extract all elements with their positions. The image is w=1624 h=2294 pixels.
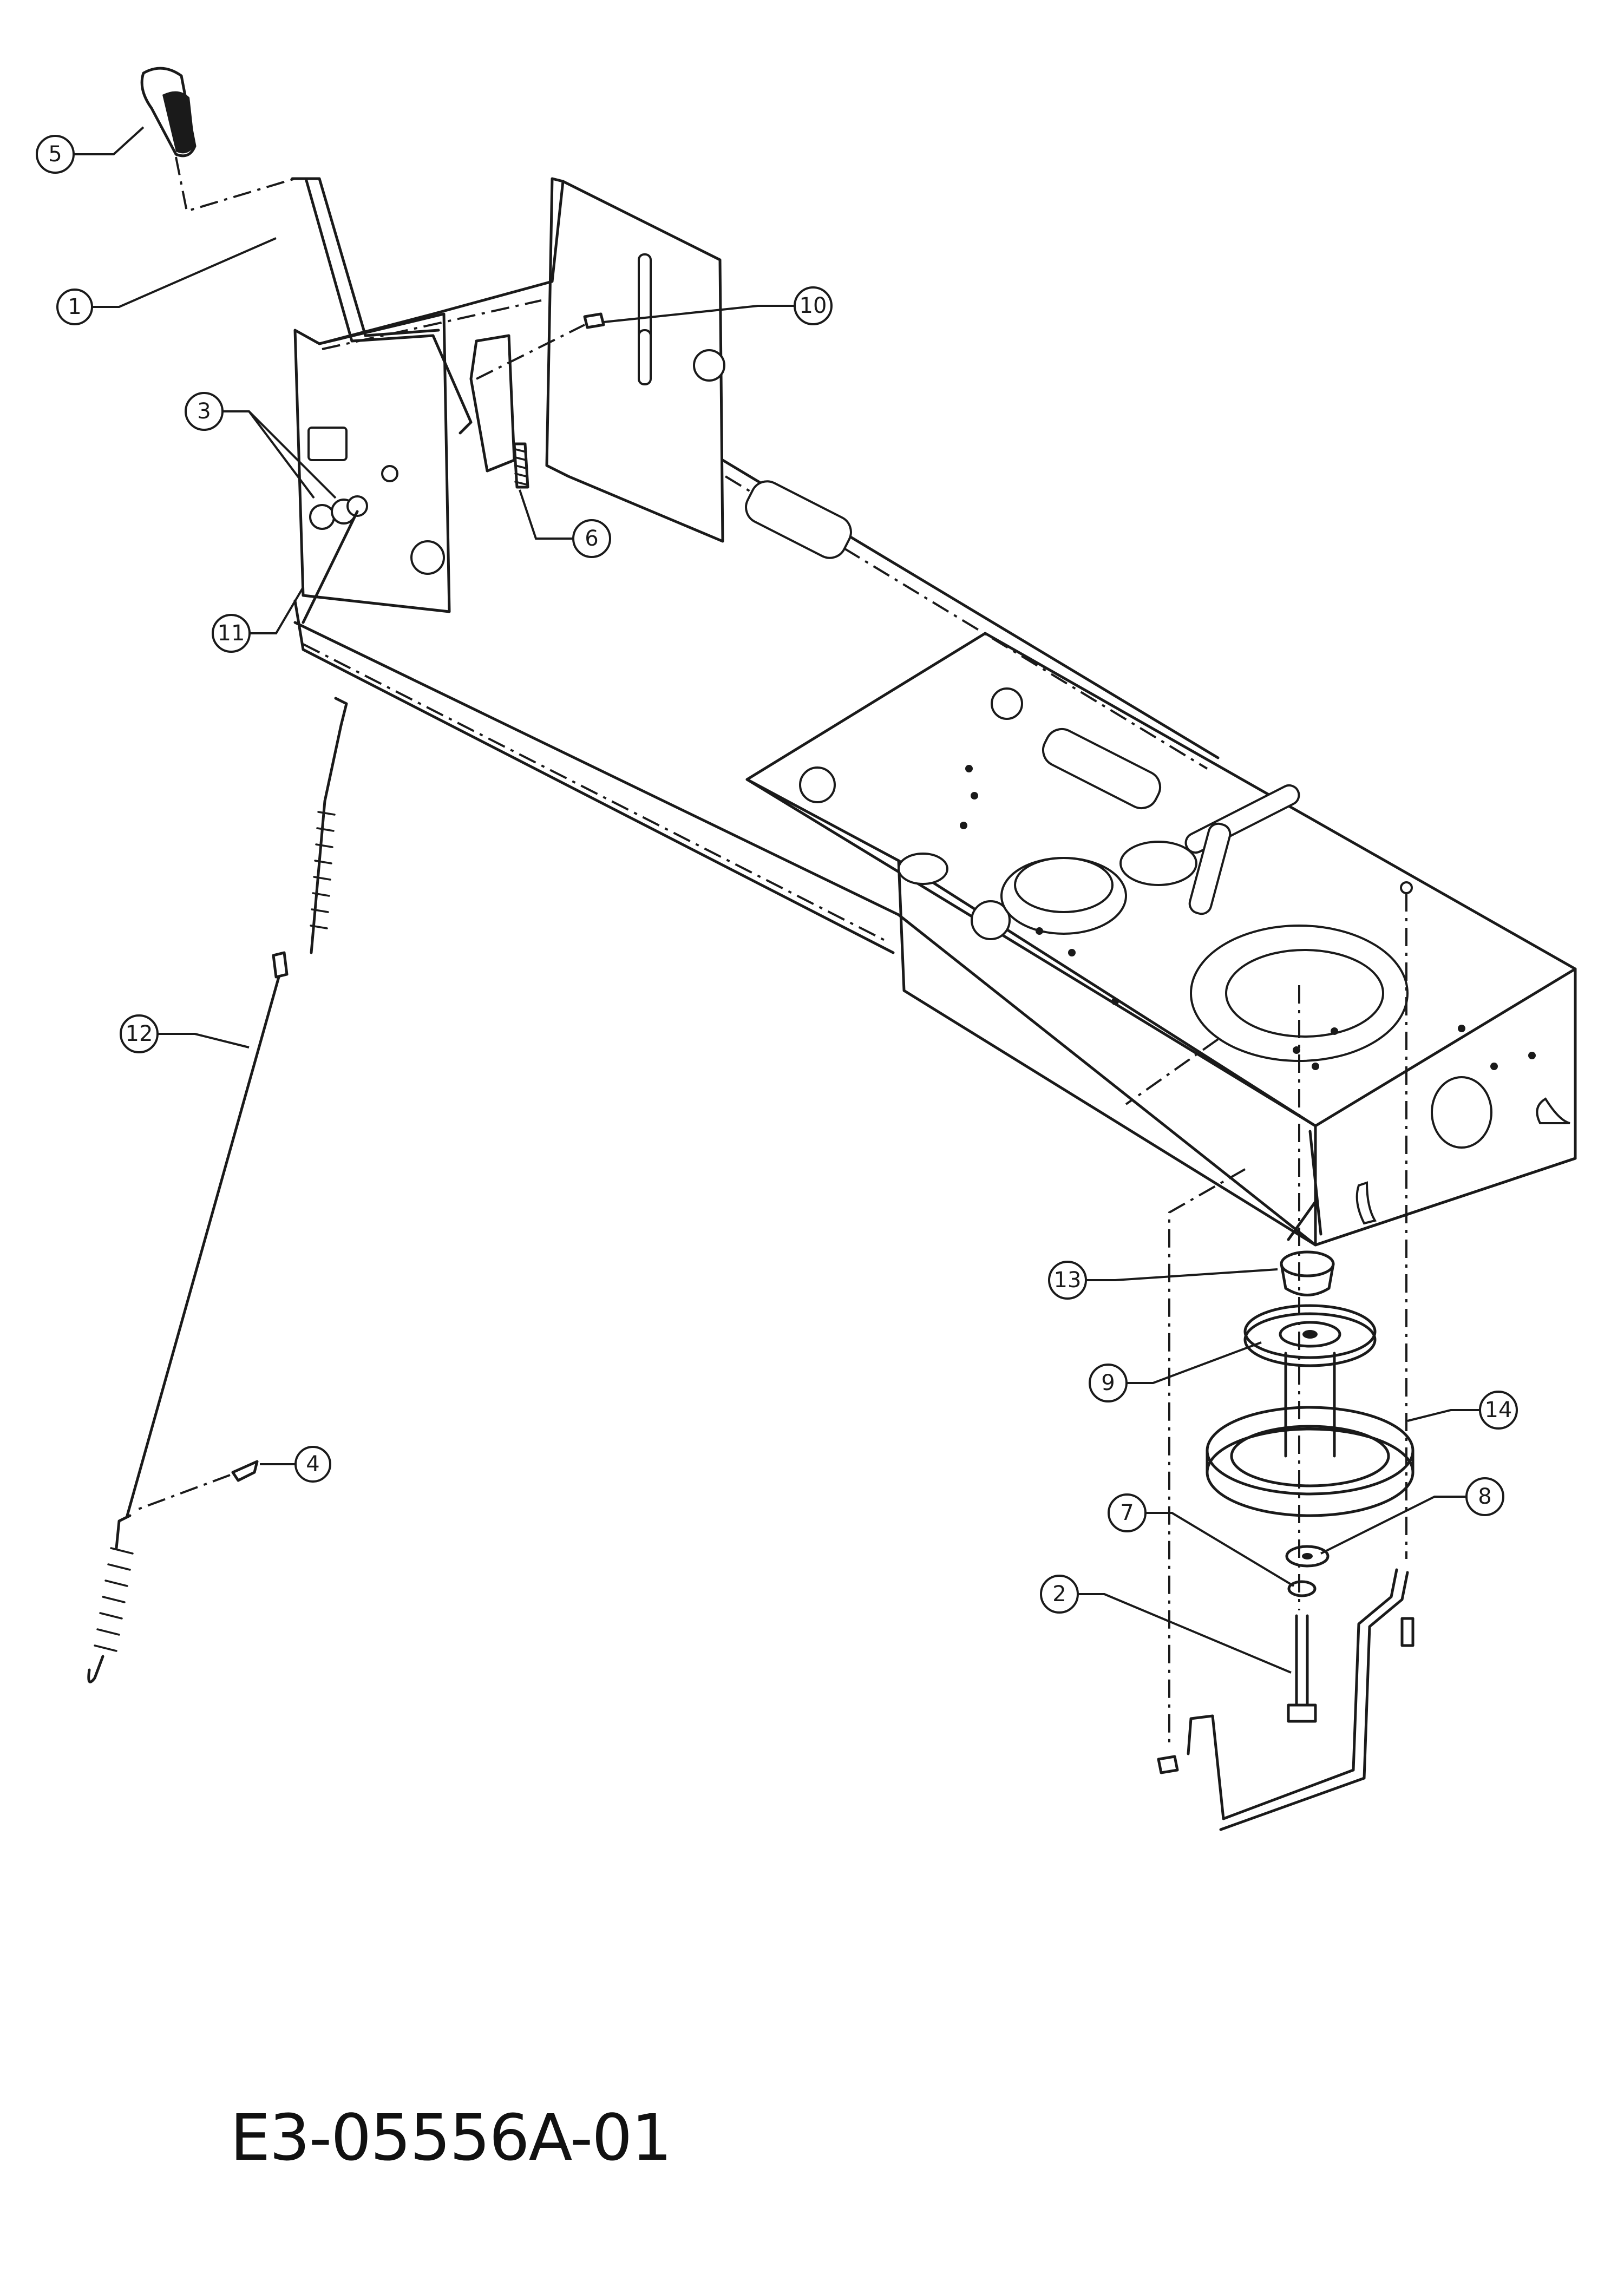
- tractor-frame: [293, 177, 1577, 1247]
- callout-label: 11: [218, 621, 245, 646]
- frame-holes: [307, 253, 1570, 1225]
- callout-12: 12: [120, 1014, 250, 1053]
- callout-14: 14: [1407, 1391, 1518, 1430]
- pulley-part-9: [1243, 1304, 1377, 1367]
- cable-part-12: [87, 697, 348, 1683]
- callout-6: 6: [519, 489, 611, 558]
- bolt-part-2: [1287, 1614, 1317, 1723]
- belt-guide: [1157, 881, 1415, 1831]
- callout-8: 8: [1320, 1477, 1504, 1555]
- callout-label: 1: [68, 294, 81, 319]
- drawing-code: E3-05556A-01: [230, 2100, 672, 2175]
- callout-label: 12: [126, 1021, 153, 1046]
- callout-label: 7: [1120, 1500, 1134, 1525]
- callout-label: 9: [1101, 1371, 1115, 1395]
- callout-label: 14: [1485, 1398, 1512, 1423]
- callout-label: 5: [48, 142, 62, 167]
- callout-label: 13: [1054, 1268, 1082, 1293]
- callout-label: 2: [1052, 1582, 1066, 1607]
- callout-1: 1: [56, 237, 277, 325]
- nuts-part-3: [309, 495, 368, 530]
- callout-5: 5: [36, 126, 145, 174]
- callout-13: 13: [1048, 1261, 1278, 1300]
- rod-part-11: [302, 510, 359, 624]
- bolt-part-10: [583, 312, 605, 329]
- callout-3: 3: [185, 392, 337, 499]
- callout-label: 10: [800, 293, 827, 318]
- callout-7: 7: [1108, 1493, 1295, 1587]
- spring-part-6: [513, 442, 529, 489]
- callout-9: 9: [1089, 1341, 1262, 1402]
- callout-label: 3: [197, 399, 211, 424]
- lever-bracket: [469, 334, 516, 473]
- lift-lever: [291, 177, 473, 435]
- callout-label: 6: [585, 526, 598, 551]
- callout-label: 4: [306, 1452, 319, 1477]
- pulley-part-14: [1206, 1352, 1415, 1517]
- assembly-lines: [1125, 893, 1407, 1748]
- callout-4: 4: [260, 1446, 331, 1483]
- callout-11: 11: [212, 586, 304, 653]
- bushing-part-13: [1280, 1250, 1335, 1296]
- clip-part-4: [231, 1460, 259, 1482]
- callout-label: 8: [1478, 1484, 1491, 1509]
- washer-part-8: [1285, 1545, 1330, 1568]
- callout-10: 10: [603, 286, 833, 325]
- washer-part-7: [1287, 1580, 1317, 1597]
- handle-grip: [140, 67, 197, 158]
- callout-2: 2: [1040, 1575, 1292, 1674]
